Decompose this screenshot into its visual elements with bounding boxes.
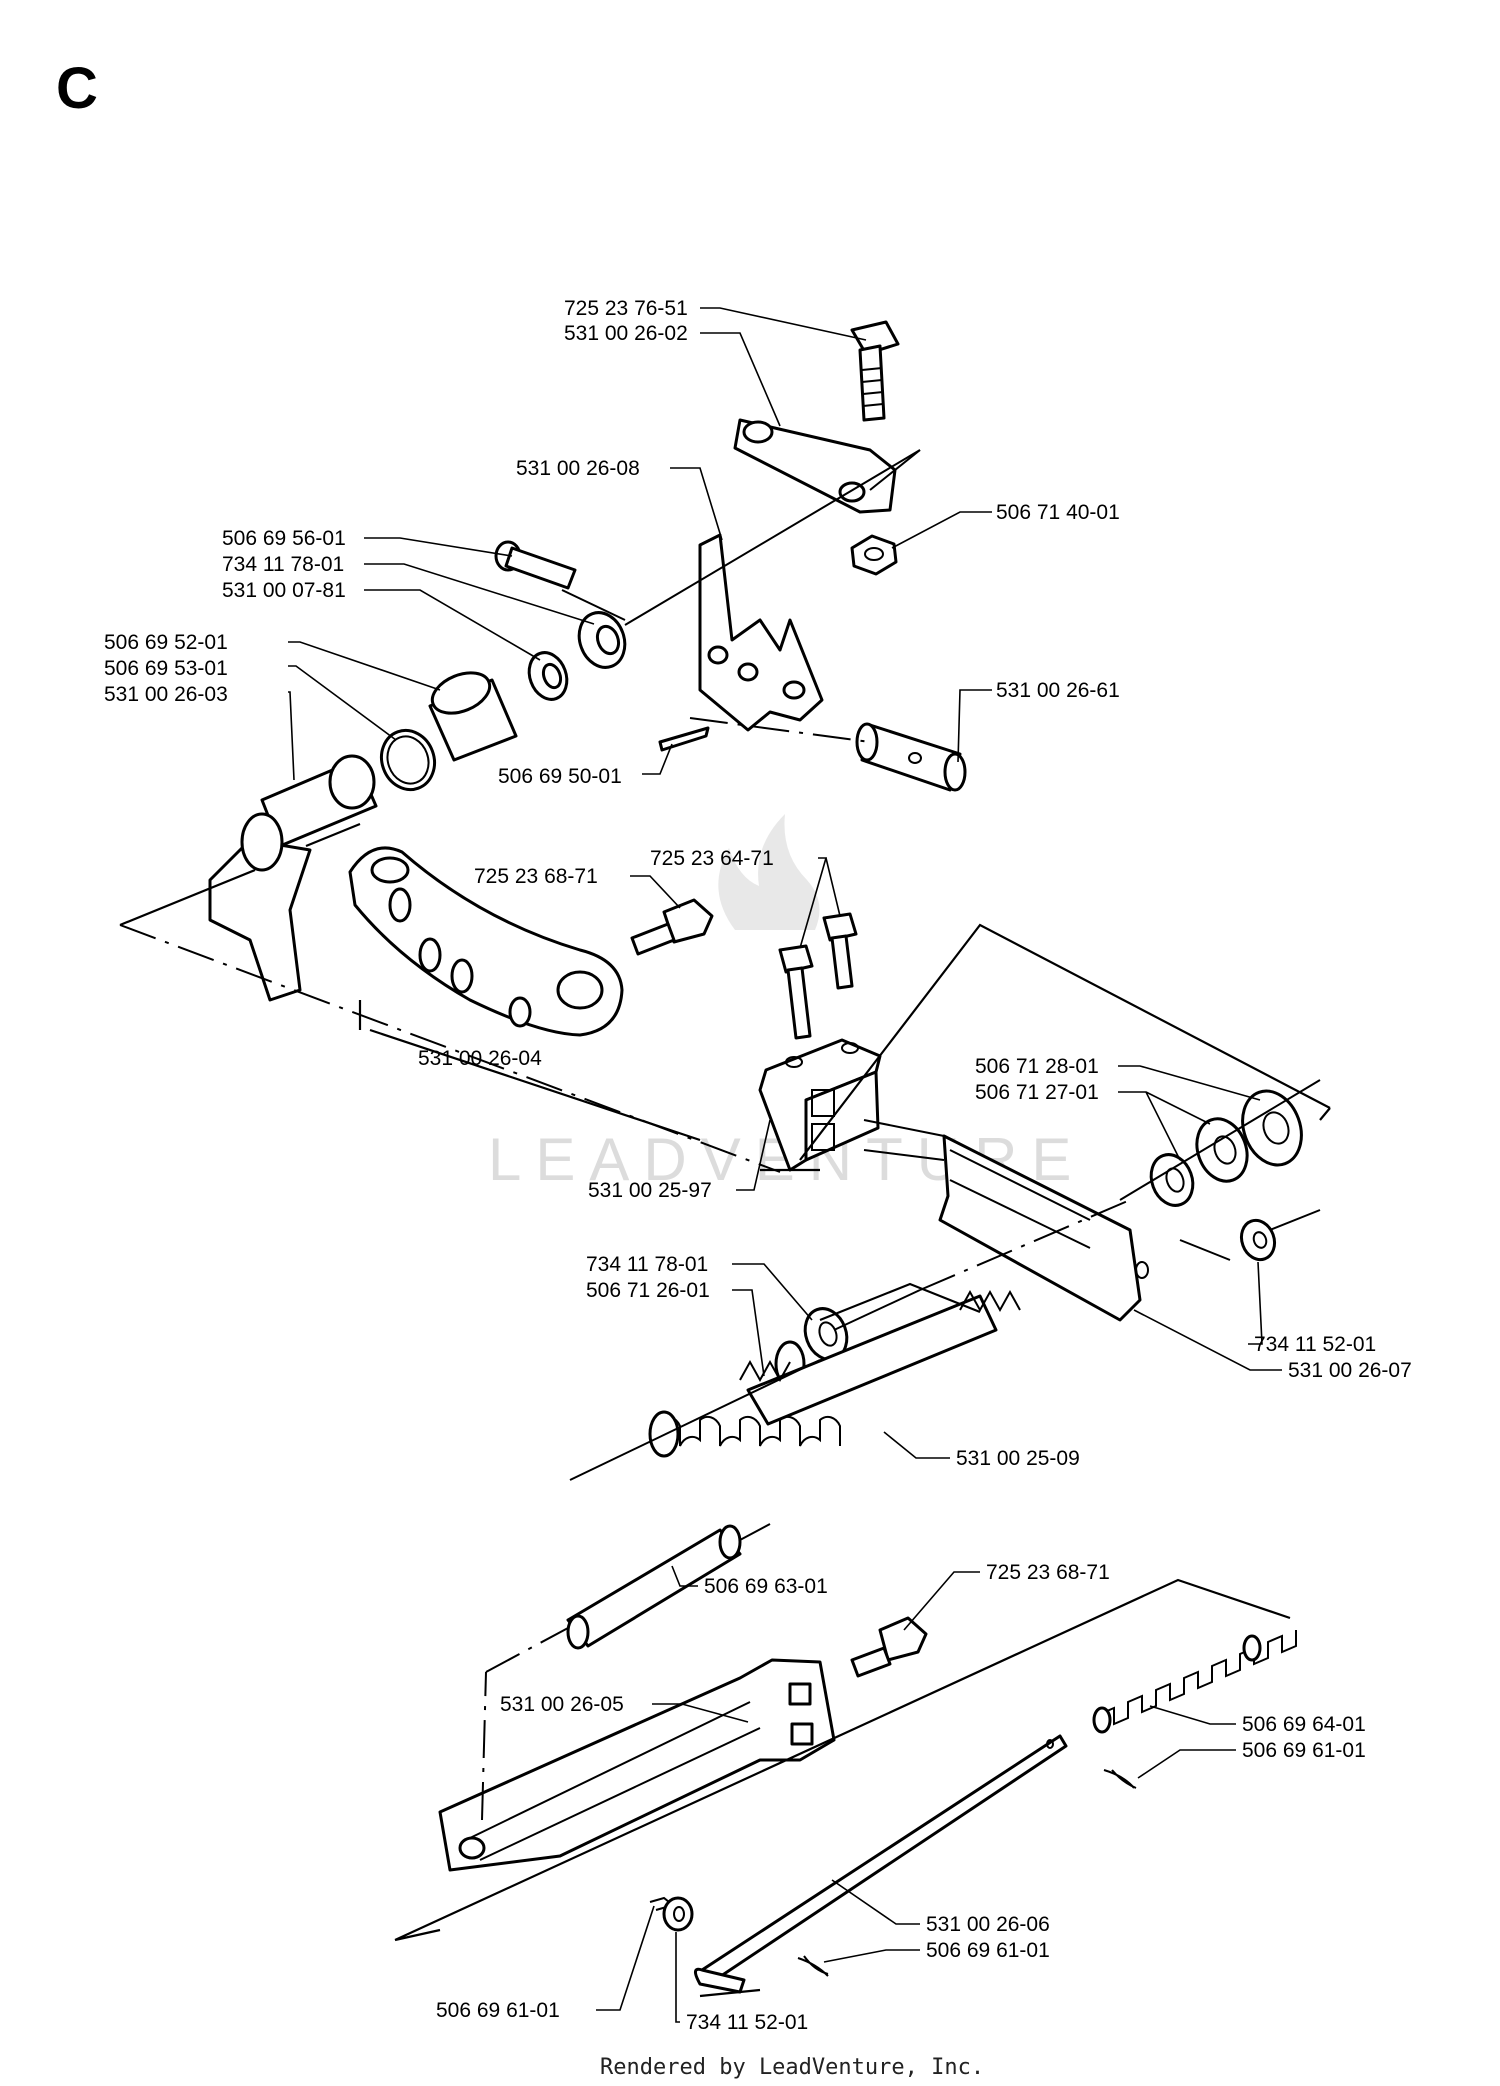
label-531-00-26-08: 531 00 26-08 xyxy=(516,457,640,480)
plate-531-00-26-08 xyxy=(698,533,824,732)
arm-531-00-26-04 xyxy=(348,846,624,1037)
label-531-00-26-06: 531 00 26-06 xyxy=(926,1913,1050,1936)
label-531-00-26-61: 531 00 26-61 xyxy=(996,679,1120,702)
label-506-71-26-01: 506 71 26-01 xyxy=(586,1279,710,1302)
clip-506-69-50-01 xyxy=(658,726,710,752)
bolts-725-23-64-71 xyxy=(778,912,858,1040)
label-506-71-40-01: 506 71 40-01 xyxy=(996,501,1120,524)
pin-531-00-26-61 xyxy=(855,722,967,792)
label-734-11-78-01-lower: 734 11 78-01 xyxy=(586,1253,708,1276)
washer-506-71-27-01 xyxy=(1149,1117,1249,1207)
rail-531-00-26-07 xyxy=(863,1119,1149,1322)
leader-lines xyxy=(288,307,1282,2023)
label-531-00-26-05: 531 00 26-05 xyxy=(500,1693,624,1716)
label-725-23-64-71: 725 23 64-71 xyxy=(650,847,774,870)
pin-506-69-56-01 xyxy=(494,540,577,590)
rod-531-00-26-06 xyxy=(694,1734,1068,1994)
spring-506-69-64-01 xyxy=(1092,1630,1297,1734)
label-506-69-52-01: 506 69 52-01 xyxy=(104,631,228,654)
label-734-11-52-01: 734 11 52-01 xyxy=(1254,1333,1376,1356)
label-531-00-07-81: 531 00 07-81 xyxy=(222,579,346,602)
axis-line xyxy=(561,589,626,621)
washer-531-00-07-81 xyxy=(527,651,569,701)
label-506-69-64-01: 506 69 64-01 xyxy=(1242,1713,1366,1736)
label-734-11-78-01: 734 11 78-01 xyxy=(222,553,344,576)
assembly-plane-lower xyxy=(394,1578,1291,1998)
o-ring-506-69-53-01 xyxy=(380,728,436,792)
label-506-69-61-01-c: 506 69 61-01 xyxy=(436,1999,560,2022)
pin-506-69-63-01 xyxy=(566,1524,742,1650)
washer-734-11-52-01-lower xyxy=(662,1896,694,1932)
label-506-69-63-01: 506 69 63-01 xyxy=(704,1575,828,1598)
label-506-71-27-01: 506 71 27-01 xyxy=(975,1081,1099,1104)
bolt-725-23-68-71-lower xyxy=(850,1616,928,1678)
label-734-11-52-01-lower: 734 11 52-01 xyxy=(686,2011,808,2034)
label-506-69-61-01-a: 506 69 61-01 xyxy=(1242,1739,1366,1762)
label-531-00-26-02: 531 00 26-02 xyxy=(564,322,688,345)
nut-506-71-40-01 xyxy=(850,534,898,576)
label-531-00-26-07: 531 00 26-07 xyxy=(1288,1359,1412,1382)
label-725-23-68-71-lower: 725 23 68-71 xyxy=(986,1561,1110,1584)
rod-531-00-25-09 xyxy=(739,1289,1021,1426)
label-531-00-25-09: 531 00 25-09 xyxy=(956,1447,1080,1470)
part-labels: 725 23 76-51 531 00 26-02 531 00 26-08 5… xyxy=(104,297,1412,2034)
label-725-23-68-71: 725 23 68-71 xyxy=(474,865,598,888)
clip-506-69-61-01-a xyxy=(1103,1769,1137,1789)
label-506-69-56-01: 506 69 56-01 xyxy=(222,527,346,550)
label-531-00-26-04: 531 00 26-04 xyxy=(418,1047,542,1070)
bolt-725-23-68-71 xyxy=(630,898,714,956)
bushing-506-69-52-01 xyxy=(428,671,518,762)
washer-734-11-78-01 xyxy=(577,611,627,669)
label-506-71-28-01: 506 71 28-01 xyxy=(975,1055,1099,1078)
label-506-69-61-01-b: 506 69 61-01 xyxy=(926,1939,1050,1962)
footer-credit: Rendered by LeadVenture, Inc. xyxy=(600,2055,984,2080)
label-725-23-76-51: 725 23 76-51 xyxy=(564,297,688,320)
section-title: C xyxy=(56,56,98,121)
clip-506-69-61-01-b xyxy=(797,1955,829,1977)
washer-734-11-52-01 xyxy=(1239,1218,1277,1262)
label-506-69-50-01: 506 69 50-01 xyxy=(498,765,622,788)
washer-506-71-28-01 xyxy=(1241,1089,1303,1167)
lever-531-00-26-05 xyxy=(438,1658,836,1872)
label-531-00-25-97: 531 00 25-97 xyxy=(588,1179,712,1202)
shaft-531-00-26-03 xyxy=(208,754,378,1002)
bolt-725-23-76-51 xyxy=(850,320,900,422)
bracket-531-00-25-97 xyxy=(758,1038,882,1172)
label-506-69-53-01: 506 69 53-01 xyxy=(104,657,228,680)
label-531-00-26-03: 531 00 26-03 xyxy=(104,683,228,706)
